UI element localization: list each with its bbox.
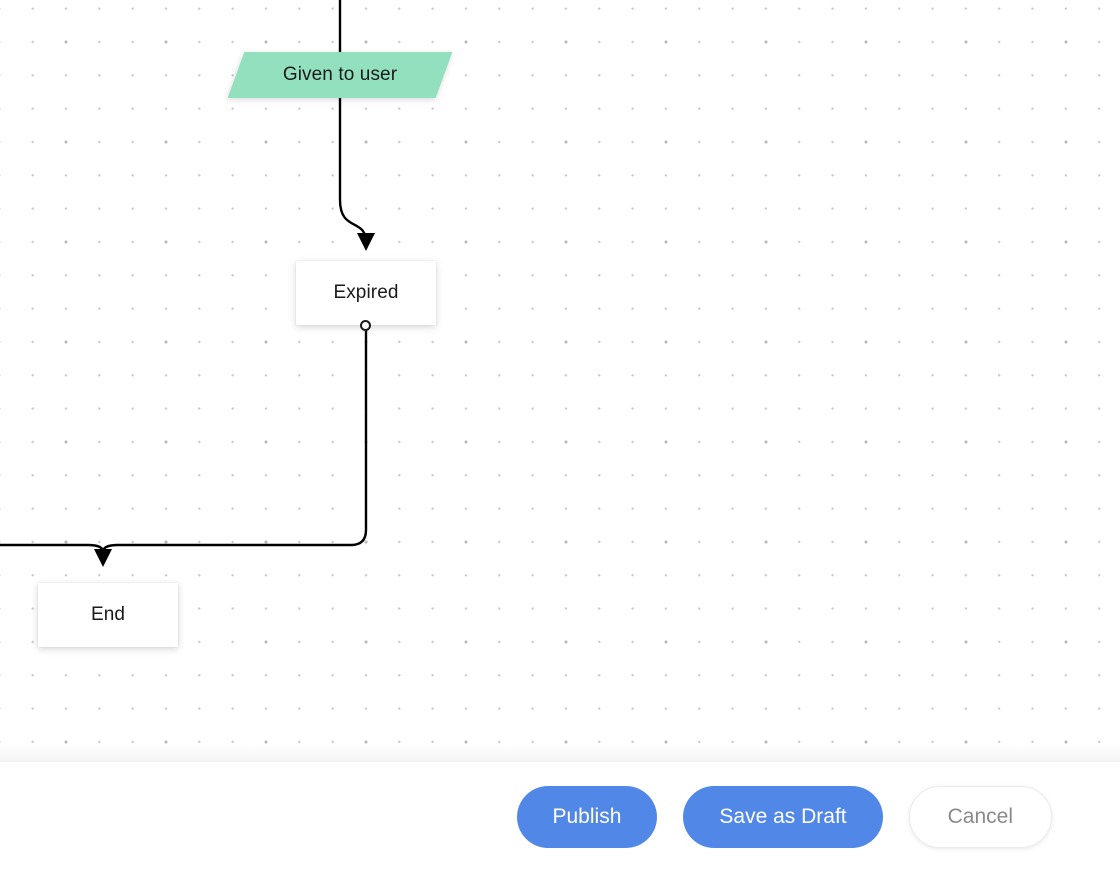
node-expired-label: Expired: [333, 282, 399, 303]
node-end[interactable]: End: [38, 583, 178, 647]
publish-button[interactable]: Publish: [516, 786, 658, 848]
footer-action-bar: Publish Save as Draft Cancel: [0, 762, 1120, 872]
edge-left-incoming: [0, 543, 105, 558]
edge-expired-to-end: [94, 326, 368, 567]
node-expired-bottom-handle[interactable]: [360, 320, 371, 331]
edge-label-text: Given to user: [282, 64, 398, 85]
node-end-label: End: [90, 604, 126, 625]
cancel-button[interactable]: Cancel: [908, 786, 1052, 848]
edge-top-incoming: [338, 0, 375, 251]
edge-label-given-to-user[interactable]: Given to user: [227, 52, 453, 98]
edge-layer: [0, 0, 375, 567]
node-expired[interactable]: Expired: [296, 261, 436, 325]
flow-canvas[interactable]: Given to user Expired End: [0, 0, 1120, 762]
save-as-draft-button[interactable]: Save as Draft: [683, 786, 883, 848]
